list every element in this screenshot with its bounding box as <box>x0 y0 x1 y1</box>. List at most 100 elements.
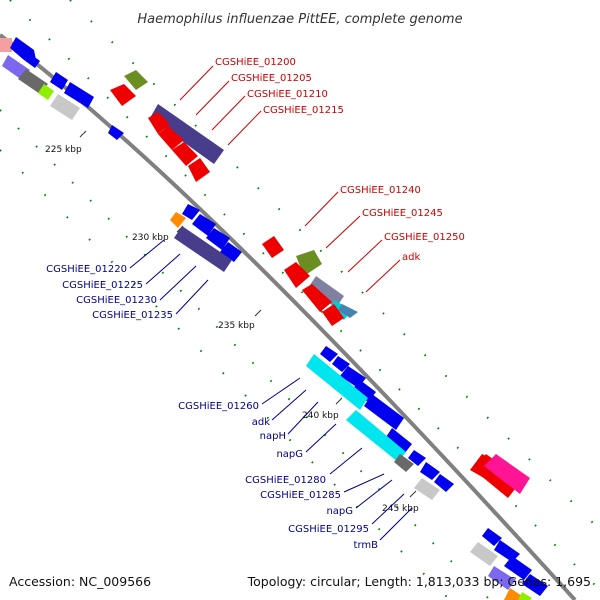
gene-feature[interactable] <box>470 542 498 566</box>
gene-feature[interactable] <box>110 84 136 106</box>
leader-line <box>261 377 301 405</box>
gene-feature[interactable] <box>174 226 232 272</box>
gene-label[interactable]: CGSHiEE_01215 <box>263 105 344 116</box>
tick-mark <box>79 130 87 138</box>
gene-feature[interactable] <box>394 454 414 472</box>
leader-line <box>195 80 230 116</box>
leader-line <box>287 401 319 435</box>
gene-feature[interactable] <box>384 428 412 454</box>
gene-feature[interactable] <box>488 566 516 590</box>
gene-feature[interactable] <box>414 478 440 500</box>
gene-feature[interactable] <box>172 142 198 166</box>
gene-feature[interactable] <box>302 284 332 312</box>
gene-label[interactable]: CGSHiEE_01240 <box>340 185 421 196</box>
leader-line <box>343 473 385 493</box>
gene-label[interactable]: CGSHiEE_01220 <box>46 264 127 275</box>
gene-feature[interactable] <box>408 450 426 466</box>
gene-feature[interactable] <box>504 588 522 600</box>
tick-mark <box>409 490 417 498</box>
gene-feature[interactable] <box>148 112 170 134</box>
leader-line <box>304 191 339 227</box>
gene-feature[interactable] <box>64 82 94 108</box>
leader-line <box>179 65 214 101</box>
gene-feature[interactable] <box>482 528 502 546</box>
gene-label[interactable]: napG <box>276 449 303 460</box>
gene-feature[interactable] <box>306 354 368 410</box>
gene-label[interactable]: napG <box>326 506 353 517</box>
gene-feature[interactable] <box>158 126 184 150</box>
gene-label[interactable]: CGSHiEE_01200 <box>215 57 296 68</box>
leader-line <box>159 265 197 301</box>
gene-feature[interactable] <box>364 394 404 430</box>
map-title: Haemophilus influenzae PittEE, complete … <box>137 12 462 27</box>
gene-feature[interactable] <box>518 592 532 600</box>
gene-feature[interactable] <box>38 84 54 100</box>
gene-label[interactable]: trmB <box>354 540 379 551</box>
gene-feature[interactable] <box>108 125 124 140</box>
gene-feature[interactable] <box>50 72 68 90</box>
gene-feature[interactable] <box>352 380 376 402</box>
gene-feature[interactable] <box>420 462 440 480</box>
tick-mark <box>254 309 262 317</box>
tick-label-225: 225 kbp <box>45 145 82 155</box>
gene-feature[interactable] <box>346 410 406 462</box>
gene-feature[interactable] <box>182 204 200 220</box>
gene-label[interactable]: adk <box>252 417 270 428</box>
gene-feature[interactable] <box>192 214 216 236</box>
gene-label[interactable]: CGSHiEE_01295 <box>288 524 369 535</box>
gene-feature[interactable] <box>188 158 210 182</box>
gene-labels-red: CGSHiEE_01200 CGSHiEE_01205 CGSHiEE_0121… <box>215 57 465 263</box>
leader-line <box>305 423 337 453</box>
gene-feature[interactable] <box>150 104 224 164</box>
gene-feature[interactable] <box>220 242 242 262</box>
gene-feature[interactable] <box>434 474 454 492</box>
gene-feature[interactable] <box>206 228 230 250</box>
gene-feature[interactable] <box>320 346 338 362</box>
gene-label[interactable]: CGSHiEE_01250 <box>384 232 465 243</box>
gene-cluster-230 <box>170 204 242 272</box>
gene-feature[interactable] <box>18 69 48 94</box>
accession-text: Accession: NC_009566 <box>9 574 151 589</box>
gene-label[interactable]: CGSHiEE_01285 <box>260 490 341 501</box>
gene-cluster-01240 <box>262 236 358 326</box>
gene-feature[interactable] <box>0 38 12 52</box>
gene-label[interactable]: CGSHiEE_01260 <box>178 401 259 412</box>
leader-lines-blue <box>129 239 413 541</box>
gene-cluster-bottom-right <box>470 528 548 600</box>
tick-label-240: 240 kbp <box>302 411 339 421</box>
gene-feature[interactable] <box>494 540 520 562</box>
leader-line <box>355 479 393 509</box>
gene-label[interactable]: napH <box>260 431 286 442</box>
gene-label[interactable]: CGSHiEE_01225 <box>62 280 143 291</box>
leader-line <box>365 259 401 293</box>
genome-backbone <box>0 33 577 600</box>
guide-track-outer-2 <box>69 0 600 531</box>
tick-label-230: 230 kbp <box>132 233 169 243</box>
gene-label[interactable]: CGSHiEE_01230 <box>76 295 157 306</box>
gene-label[interactable]: CGSHiEE_01205 <box>231 73 312 84</box>
gene-feature[interactable] <box>322 304 344 326</box>
gene-feature[interactable] <box>50 94 80 120</box>
gene-feature[interactable] <box>484 454 530 494</box>
tick-label-235: 235 kbp <box>218 321 255 331</box>
tick-label-245: 245 kbp <box>382 504 419 514</box>
gene-feature[interactable] <box>522 574 548 596</box>
leader-line <box>329 447 363 475</box>
gene-cluster-top-left <box>0 37 124 140</box>
gene-feature[interactable] <box>262 236 284 258</box>
gene-feature[interactable] <box>338 304 358 318</box>
gene-feature[interactable] <box>308 276 344 308</box>
gene-label[interactable]: CGSHiEE_01245 <box>362 208 443 219</box>
gene-feature[interactable] <box>24 52 40 68</box>
gene-feature[interactable] <box>170 212 186 228</box>
gene-feature[interactable] <box>284 262 310 288</box>
leader-line <box>325 215 361 249</box>
gene-feature[interactable] <box>332 356 350 372</box>
gene-feature[interactable] <box>504 556 532 580</box>
gene-feature[interactable] <box>124 70 148 90</box>
gene-label[interactable]: CGSHiEE_01280 <box>245 475 326 486</box>
gene-label[interactable]: CGSHiEE_01235 <box>92 310 173 321</box>
gene-label[interactable]: CGSHiEE_01210 <box>247 89 328 100</box>
gene-label[interactable]: adk <box>402 252 420 263</box>
